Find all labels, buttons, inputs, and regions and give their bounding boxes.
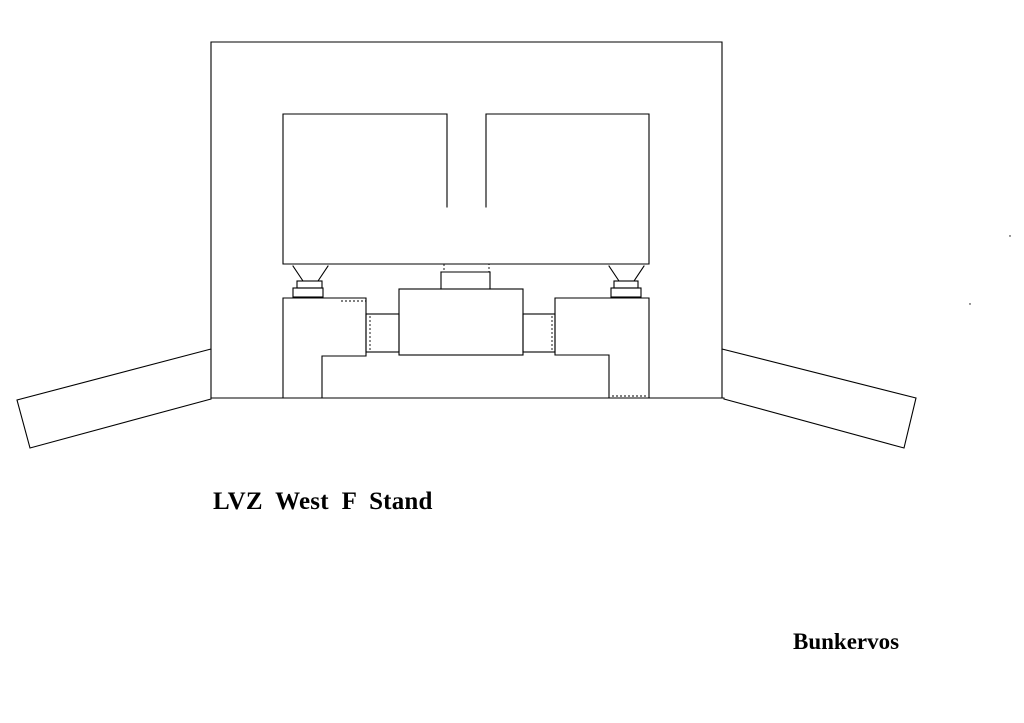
center-support <box>440 263 491 290</box>
lower-block-right <box>554 297 650 399</box>
left-wing-wall <box>16 348 212 449</box>
left-connector <box>365 313 400 353</box>
central-block <box>398 288 524 356</box>
outer-bunker-wall <box>210 41 723 399</box>
speck-mark <box>969 303 971 305</box>
right-connector <box>522 313 556 353</box>
speck-mark <box>1009 235 1011 237</box>
right-support-pad <box>608 265 645 298</box>
left-support-pad <box>292 265 329 298</box>
diagram-title: LVZ West F Stand <box>213 488 433 515</box>
lower-block-left <box>282 297 367 399</box>
upper-chamber <box>282 113 650 265</box>
author-credit: Bunkervos <box>793 629 900 654</box>
right-wing-wall <box>721 348 917 449</box>
